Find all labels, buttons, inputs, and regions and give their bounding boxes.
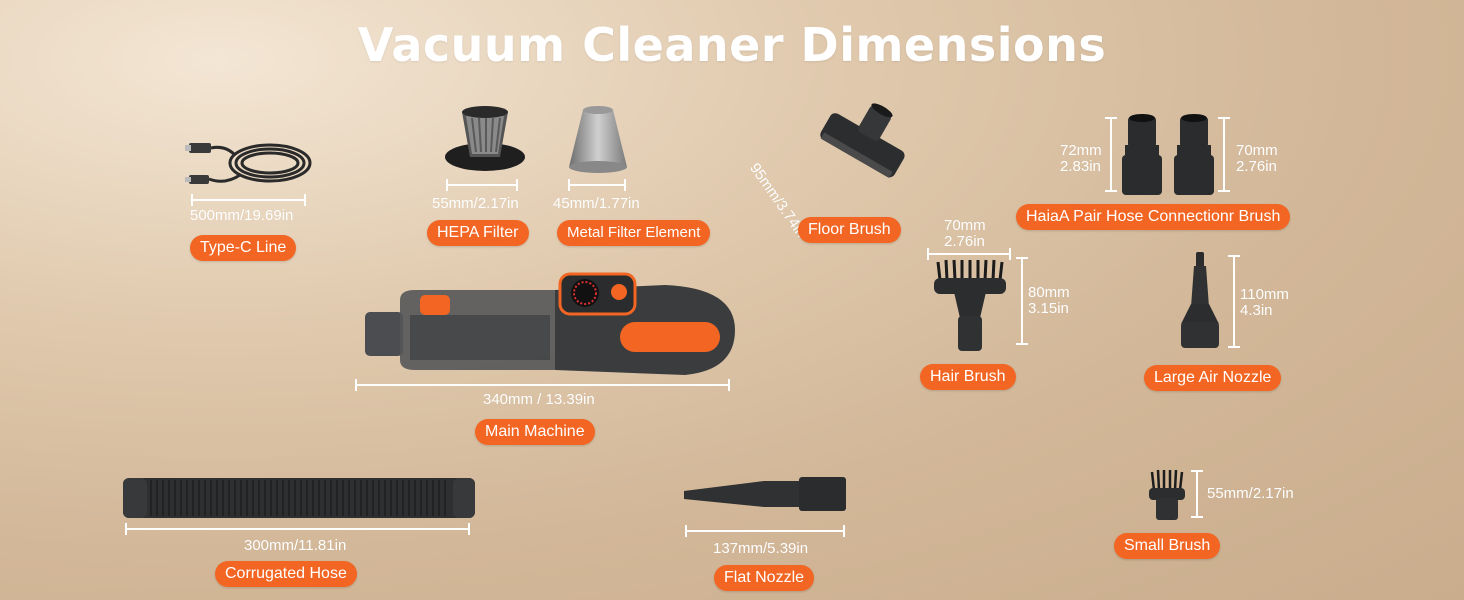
corrugated-hose-dimension: 300mm/11.81in (244, 537, 347, 554)
hair-brush-width-in: 2.76in (944, 233, 985, 250)
flat-nozzle-dimension-line (685, 525, 845, 537)
hepa-dimension-line (446, 179, 518, 191)
flat-nozzle-dimension: 137mm/5.39in (713, 540, 809, 557)
hair-brush-image (934, 259, 1006, 351)
hair-brush-width-mm: 70mm (944, 217, 986, 234)
large-air-nozzle-mm: 110mm (1240, 286, 1289, 303)
hepa-dimension: 55mm/2.17in (432, 195, 519, 212)
corrugated-hose-image (123, 478, 475, 518)
flat-nozzle-label: Flat Nozzle (714, 565, 815, 591)
metal-filter-dimension-line (568, 179, 626, 191)
corrugated-hose-dimension-line (125, 523, 470, 535)
small-brush-image (1149, 469, 1185, 520)
main-machine-image (365, 272, 735, 375)
small-brush-dimension: 55mm/2.17in (1207, 485, 1294, 502)
hose-connector-label: HaiaA Pair Hose Connectionr Brush (1016, 204, 1291, 230)
large-air-nozzle-in: 4.3in (1240, 302, 1273, 319)
hair-brush-height-mm: 80mm (1028, 284, 1070, 301)
hose-connector-left-line (1105, 117, 1117, 192)
corrugated-hose-label: Corrugated Hose (215, 561, 357, 587)
small-brush-label: Small Brush (1114, 533, 1221, 559)
large-air-nozzle-height-line (1228, 255, 1240, 348)
hepa-filter-image (445, 106, 525, 171)
type-c-dimension-line (191, 194, 306, 206)
hair-brush-height-in: 3.15in (1028, 300, 1069, 317)
page-title: Vacuum Cleaner Dimensions (357, 18, 1107, 72)
hose-connector-right-line (1218, 117, 1230, 192)
metal-filter-dimension: 45mm/1.77in (553, 195, 640, 212)
main-machine-label: Main Machine (475, 419, 595, 445)
hair-brush-height-line (1016, 257, 1028, 345)
hose-connector-right-in: 2.76in (1236, 158, 1277, 175)
floor-brush-image (820, 103, 905, 178)
main-machine-dimension-line (355, 379, 730, 391)
small-brush-height-line (1191, 470, 1203, 518)
metal-filter-image (569, 106, 627, 173)
hose-connector-image (1122, 114, 1214, 195)
metal-filter-label: Metal Filter Element (557, 220, 711, 246)
main-machine-dimension: 340mm / 13.39in (483, 391, 595, 408)
hose-connector-left-mm: 72mm (1060, 142, 1102, 159)
hose-connector-left-in: 2.83in (1060, 158, 1101, 175)
floor-brush-label: Floor Brush (798, 217, 901, 243)
large-air-nozzle-label: Large Air Nozzle (1144, 365, 1282, 391)
type-c-cable-image (185, 143, 312, 184)
type-c-label: Type-C Line (190, 235, 297, 261)
hair-brush-label: Hair Brush (920, 364, 1016, 390)
hepa-label: HEPA Filter (427, 220, 529, 246)
type-c-dimension: 500mm/19.69in (190, 207, 294, 224)
hair-brush-width-line (927, 248, 1011, 260)
hose-connector-right-mm: 70mm (1236, 142, 1278, 159)
large-air-nozzle-image (1181, 252, 1219, 348)
flat-nozzle-image (684, 477, 846, 511)
